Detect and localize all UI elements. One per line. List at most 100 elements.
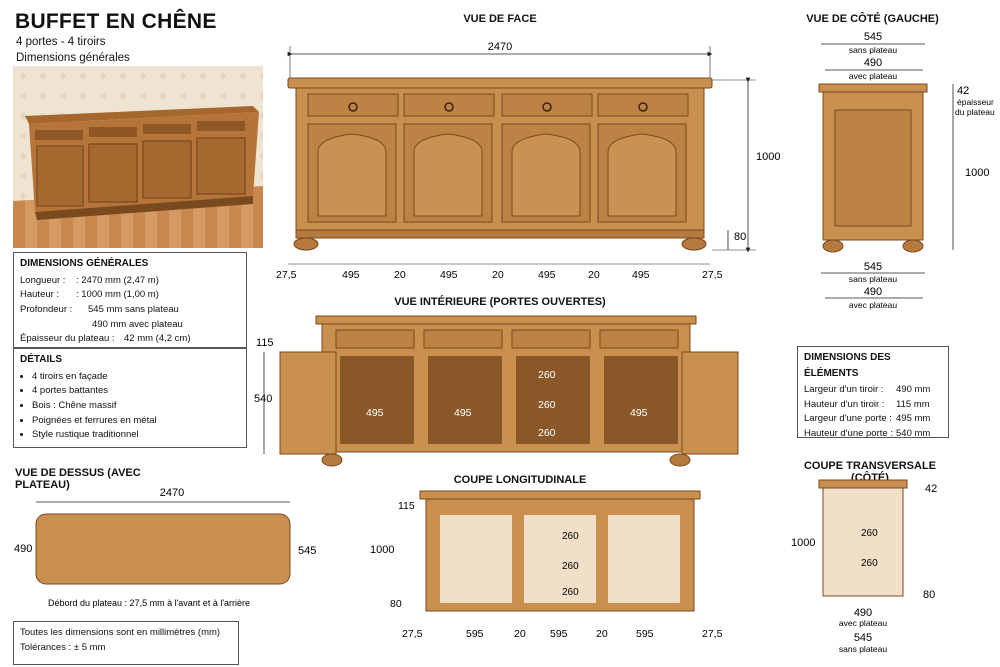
front-height-label: 1000 [756, 151, 780, 163]
front-gap-3: 20 [588, 269, 600, 281]
top-depth-right: 545 [298, 545, 316, 557]
front-view-drawing: 2470 1000 80 27,5 495 20 495 20 495 20 4… [276, 41, 780, 281]
element-dimensions-title: DIMENSIONS DES ÉLÉMENTS [804, 352, 891, 379]
depth-value-1: 545 mm sans plateau [88, 303, 179, 315]
buffet-photo [13, 66, 263, 248]
front-edge-left: 27,5 [276, 269, 297, 281]
door-height-label: Hauteur d'une porte : [804, 428, 893, 440]
side-w545-bottom: 545 [864, 261, 882, 273]
side-w545-label: 545 [864, 31, 882, 43]
door-height-value: 540 mm [896, 428, 931, 440]
long-comp-1: 595 [466, 628, 484, 640]
long-edge-right: 27,5 [702, 628, 723, 640]
side-avec-plateau-bottom: avec plateau [849, 300, 897, 310]
notes-tolerance: Tolérances : ± 5 mm [20, 642, 106, 654]
section-front-title: VUE DE FACE [463, 13, 537, 25]
long-gap-2: 20 [596, 628, 608, 640]
long-gap-1: 20 [514, 628, 526, 640]
side-view-drawing: 545 sans plateau 490 avec plateau 42 épa… [818, 31, 995, 310]
element-dimensions-box: DIMENSIONS DES ÉLÉMENTS Largeur d'un tir… [797, 346, 949, 440]
thickness-label: Épaisseur du plateau : [20, 333, 115, 345]
trans-w545: 545 [854, 632, 872, 644]
detail-item: Bois : Chêne massif [32, 399, 240, 414]
section-top-title: VUE DE DESSUS (AVEC PLATEAU) [15, 467, 141, 491]
front-edge-right: 27,5 [702, 269, 723, 281]
trans-shelf-2: 260 [861, 558, 878, 569]
length-value: : 2470 mm (2,47 m) [76, 274, 159, 286]
long-shelf-1: 260 [562, 531, 579, 542]
trans-w490: 490 [854, 607, 872, 619]
detail-item: 4 portes battantes [32, 384, 240, 399]
detail-item: 4 tiroirs en façade [32, 370, 240, 385]
section-interior-title: VUE INTÉRIEURE (PORTES OUVERTES) [394, 296, 606, 308]
long-height: 1000 [370, 544, 394, 556]
door-width-value: 495 mm [896, 413, 931, 425]
interior-shelf-3: 260 [538, 427, 556, 439]
front-gap-1: 20 [394, 269, 406, 281]
detail-item: Poignées et ferrures en métal [32, 414, 240, 429]
drawer-height-value: 115 mm [896, 398, 930, 410]
detail-item: Style rustique traditionnel [32, 428, 240, 443]
details-box: DÉTAILS 4 tiroirs en façade 4 portes bat… [13, 348, 247, 448]
top-depth-left: 490 [14, 543, 32, 555]
long-shelf-3: 260 [562, 587, 579, 598]
interior-drawer-h-label: 115 [256, 337, 274, 349]
side-avec-plateau-top: avec plateau [849, 71, 897, 81]
front-door-4: 495 [632, 269, 650, 281]
section-longitudinal-title: COUPE LONGITUDINALE [453, 474, 587, 486]
interior-shelf-1: 260 [538, 369, 556, 381]
long-edge-left: 27,5 [402, 628, 423, 640]
interior-view-drawing: 115 540 260 260 260 495 495 495 [254, 315, 739, 467]
long-foot: 80 [390, 598, 402, 610]
front-gap-2: 20 [492, 269, 504, 281]
drawer-height-label: Hauteur d'un tiroir : [804, 398, 885, 410]
trans-foot: 80 [923, 589, 935, 601]
side-w490-bottom: 490 [864, 286, 882, 298]
front-door-2: 495 [440, 269, 458, 281]
side-sans-plateau-top: sans plateau [849, 45, 897, 55]
page-subtitle: 4 portes - 4 tiroirs [16, 36, 106, 48]
interior-width-3: 495 [630, 407, 648, 419]
height-label: Hauteur : [20, 289, 60, 301]
general-dimensions-title: DIMENSIONS GÉNÉRALES [20, 258, 149, 269]
front-door-3: 495 [538, 269, 556, 281]
top-total-label: 2470 [160, 487, 184, 499]
long-drawer-h: 115 [398, 500, 415, 512]
transversal-section-drawing: 42 1000 260 260 80 490 avec plateau 545 … [791, 479, 937, 654]
general-dimensions-box: DIMENSIONS GÉNÉRALES Longueur : : 2470 mm… [13, 252, 247, 348]
page-subtitle-2: Dimensions générales [16, 52, 130, 64]
drawer-width-label: Largeur d'un tiroir : [804, 384, 884, 395]
long-comp-2: 595 [550, 628, 568, 640]
trans-sans-plateau: sans plateau [839, 644, 887, 654]
top-view-drawing: 2470 490 545 Débord du plateau : 27,5 mm… [14, 487, 316, 608]
section-side-title: VUE DE CÔTÉ (GAUCHE) [806, 13, 939, 25]
notes-units: Toutes les dimensions sont en millimètre… [20, 627, 221, 638]
trans-height: 1000 [791, 537, 815, 549]
long-shelf-2: 260 [562, 561, 579, 572]
trans-avec-plateau: avec plateau [839, 618, 887, 628]
side-w490-label: 490 [864, 57, 882, 69]
top-overhang-note: Débord du plateau : 27,5 mm à l'avant et… [48, 598, 250, 608]
side-plateau-note-1: épaisseur [957, 97, 994, 107]
side-sans-plateau-bottom: sans plateau [849, 274, 897, 284]
front-total-label: 2470 [488, 41, 512, 53]
interior-door-h-label: 540 [254, 393, 272, 405]
door-width-label: Largeur d'une porte : [804, 413, 892, 425]
interior-width-2: 495 [454, 407, 472, 419]
page-title: BUFFET EN CHÊNE [15, 10, 217, 33]
front-door-1: 495 [342, 269, 360, 281]
interior-width-1: 495 [366, 407, 384, 419]
length-label: Longueur : [20, 274, 66, 286]
longitudinal-section-drawing: 115 1000 80 260 260 260 27,5 595 20 595 … [370, 490, 723, 640]
depth-label: Profondeur : [20, 303, 73, 315]
side-height-label: 1000 [965, 167, 989, 179]
notes-box: Toutes les dimensions sont en millimètre… [13, 621, 239, 665]
height-value: : 1000 mm (1,00 m) [76, 289, 159, 301]
side-plateau-note-2: du plateau [955, 107, 995, 117]
details-title: DÉTAILS [20, 354, 63, 365]
side-plateau-label: 42 [957, 85, 969, 97]
thickness-value: 42 mm (4,2 cm) [124, 333, 191, 345]
depth-value-2: 490 mm avec plateau [92, 318, 183, 330]
front-foot-label: 80 [734, 231, 746, 243]
interior-shelf-2: 260 [538, 399, 556, 411]
